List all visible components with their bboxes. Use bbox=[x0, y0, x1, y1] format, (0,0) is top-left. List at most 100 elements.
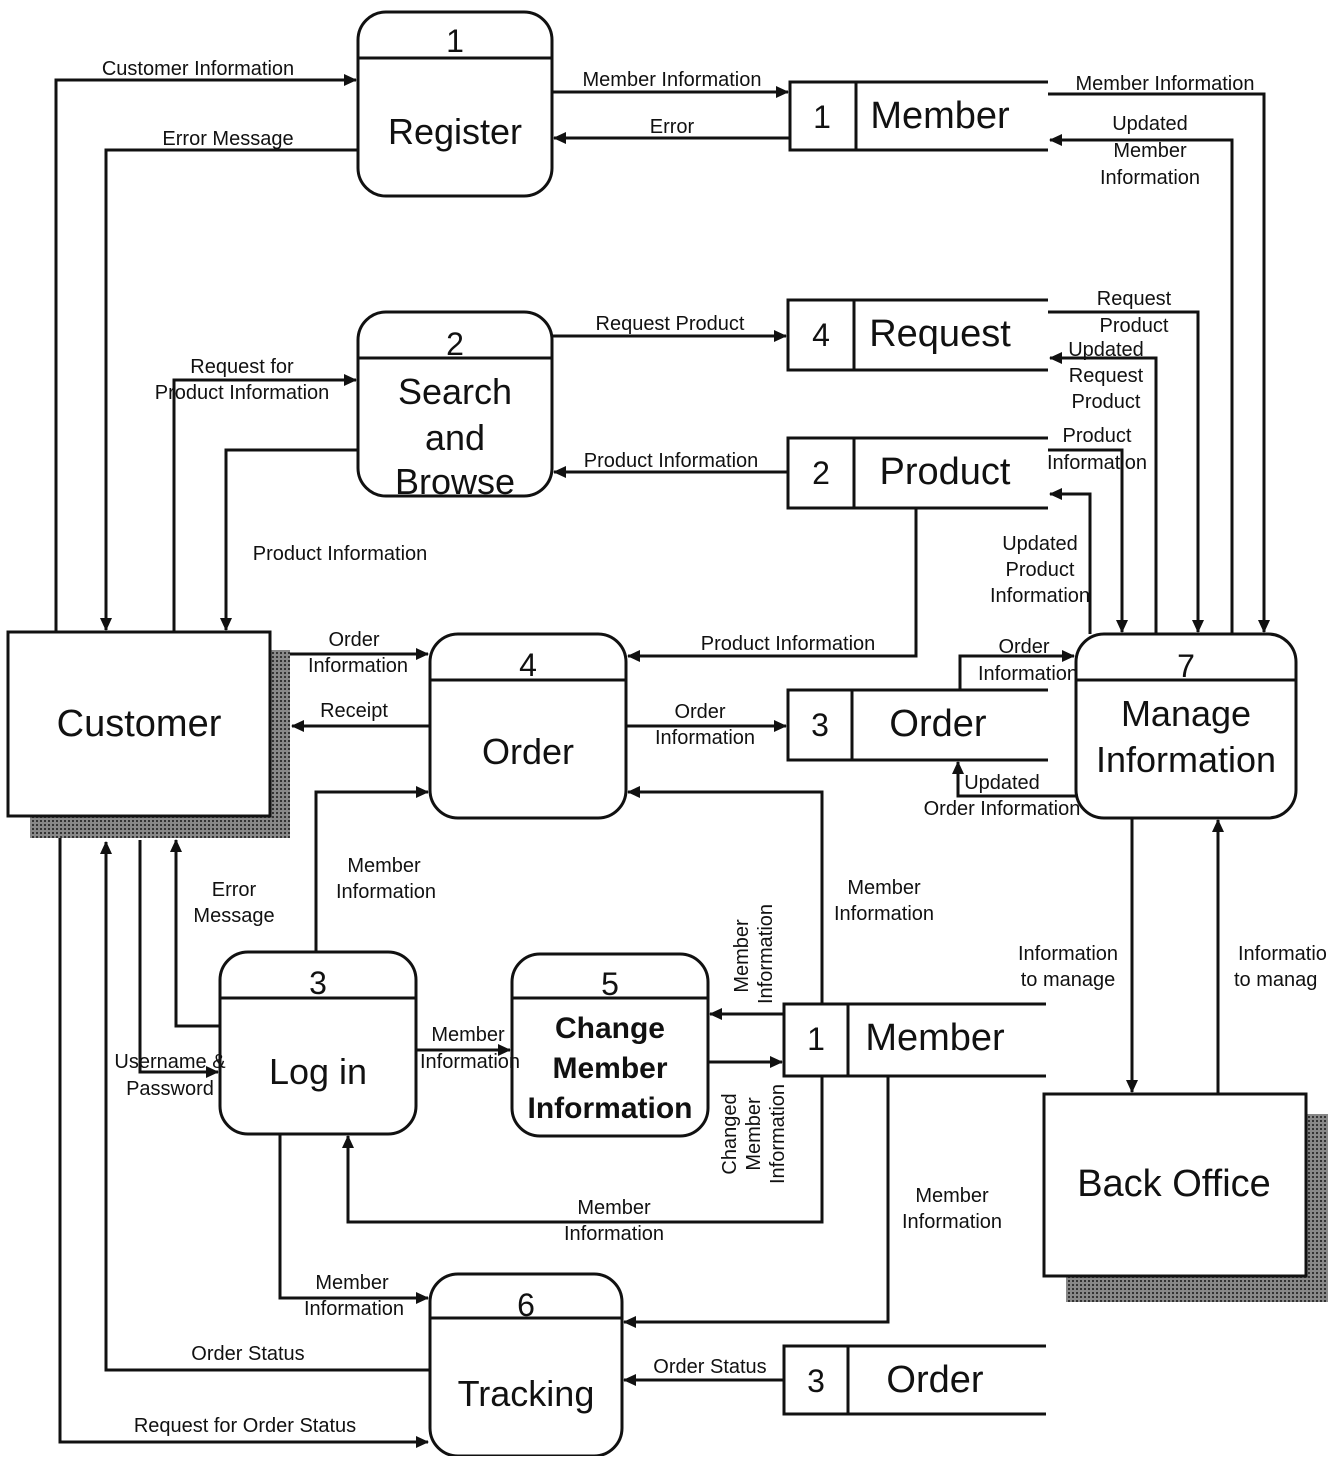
process-login-name: Log in bbox=[269, 1051, 367, 1092]
flow-label: Receipt bbox=[320, 700, 388, 722]
process-register-name: Register bbox=[388, 111, 522, 152]
flow-order-info-to-store: Order Information bbox=[626, 701, 787, 749]
store-order-mid-name: Order bbox=[889, 703, 986, 745]
process-change-name-2: Member bbox=[552, 1052, 667, 1085]
process-tracking-number: 6 bbox=[517, 1287, 535, 1323]
flow-label: Member bbox=[1113, 140, 1187, 162]
store-order-mid-number: 3 bbox=[811, 707, 829, 743]
flow-label: Member bbox=[347, 855, 421, 877]
flow-member-to-manage: Member Information bbox=[1048, 73, 1270, 633]
process-change-name-1: Change bbox=[555, 1012, 665, 1045]
process-manage-name-1: Manage bbox=[1121, 693, 1251, 734]
flow-product-info-to-order: Product Information bbox=[627, 508, 918, 662]
flow-label: Member bbox=[731, 919, 753, 993]
process-change-name-3: Information bbox=[528, 1092, 693, 1125]
flow-updated-member: Updated Member Information bbox=[1049, 113, 1234, 634]
flow-label: Order Information bbox=[924, 798, 1081, 820]
store-order-mid: 3 Order bbox=[786, 688, 1048, 762]
flow-username-password: Username & Password bbox=[114, 840, 226, 1100]
flow-label: Information bbox=[1100, 167, 1200, 189]
process-search-name-1: Search bbox=[398, 371, 512, 412]
flow-request-for-product-info: Request for Product Information bbox=[155, 356, 357, 632]
store-order-bottom-name: Order bbox=[886, 1359, 983, 1401]
store-order-bottom: 3 Order bbox=[782, 1344, 1046, 1416]
flow-label: Updated bbox=[1112, 113, 1188, 135]
process-login: 3 Log in bbox=[218, 950, 418, 1136]
process-tracking-name: Tracking bbox=[458, 1373, 595, 1414]
process-search-name-2: and bbox=[425, 417, 485, 458]
flow-label: Product Information bbox=[155, 382, 330, 404]
flow-label: Information bbox=[564, 1223, 664, 1245]
flow-label: Order bbox=[998, 636, 1049, 658]
flow-label: Request for Order Status bbox=[134, 1415, 356, 1437]
flow-updated-order: Updated Order Information bbox=[924, 761, 1081, 820]
process-register: 1 Register bbox=[356, 10, 554, 198]
customer-label: Customer bbox=[57, 703, 222, 745]
flow-member-info-to-tracking: Member Information bbox=[623, 1076, 1002, 1328]
process-search-name-3: Browse bbox=[395, 461, 515, 502]
flow-label: Member bbox=[847, 877, 921, 899]
store-request-number: 4 bbox=[812, 317, 830, 353]
back-office-box bbox=[1042, 1092, 1308, 1278]
back-office-entity: Back Office bbox=[1042, 1092, 1328, 1302]
flow-info-to-back-office: Information to manage bbox=[1018, 818, 1138, 1093]
flow-member-info-to-change: Member Information bbox=[709, 904, 784, 1020]
flow-error-message-login: Error Message bbox=[170, 839, 275, 1028]
flow-product-info-to-search: Product Information bbox=[553, 450, 788, 478]
flow-label: Product Information bbox=[701, 633, 876, 655]
flow-label: Information bbox=[1018, 943, 1118, 965]
flow-info-from-back-office: Informatio to manag bbox=[1212, 819, 1327, 1094]
flow-label: Request Product bbox=[596, 313, 745, 335]
flow-label: Information bbox=[990, 585, 1090, 607]
flow-updated-request: Updated Request Product bbox=[1049, 339, 1158, 634]
flow-label: Error Message bbox=[162, 128, 293, 150]
store-member-top-name: Member bbox=[870, 95, 1010, 137]
flow-request-product-to-manage: Request Product bbox=[1048, 288, 1204, 633]
flow-label: Member Information bbox=[583, 69, 762, 91]
flow-label: Request bbox=[1097, 288, 1172, 310]
flow-label: Order Status bbox=[191, 1343, 304, 1365]
store-order-bottom-number: 3 bbox=[807, 1363, 825, 1399]
flow-label: Member bbox=[315, 1272, 389, 1294]
flow-order-status-from-store: Order Status bbox=[623, 1356, 784, 1386]
flow-customer-information: Customer Information bbox=[54, 58, 357, 632]
flow-label: Error bbox=[212, 879, 257, 901]
store-member-mid-name: Member bbox=[865, 1017, 1005, 1059]
flow-label: Member bbox=[915, 1185, 989, 1207]
flow-label: Information bbox=[336, 881, 436, 903]
flow-label: Member bbox=[743, 1097, 765, 1171]
process-order: 4 Order bbox=[428, 632, 628, 820]
flow-label: Request for bbox=[190, 356, 294, 378]
flow-label: Username & bbox=[114, 1051, 226, 1073]
flow-updated-product: Updated Product Information bbox=[990, 488, 1092, 634]
store-product-number: 2 bbox=[812, 455, 830, 491]
process-change-member: 5 Change Member Information bbox=[510, 952, 710, 1138]
process-manage-name-2: Information bbox=[1096, 739, 1276, 780]
process-manage-information: 7 Manage Information bbox=[1074, 632, 1298, 820]
flow-label: Error bbox=[650, 116, 695, 138]
process-order-name: Order bbox=[482, 731, 574, 772]
flow-login-to-change: Member Information bbox=[416, 1024, 520, 1073]
flow-error: Error bbox=[553, 116, 790, 144]
store-member-mid-number: 1 bbox=[807, 1021, 825, 1057]
flow-label: Information bbox=[304, 1298, 404, 1320]
process-tracking: 6 Tracking bbox=[428, 1272, 624, 1458]
store-product-name: Product bbox=[880, 451, 1011, 493]
flow-request-order-status: Request for Order Status bbox=[58, 838, 429, 1448]
flow-label: Information bbox=[655, 727, 755, 749]
customer-box bbox=[6, 630, 272, 818]
flow-login-to-tracking: Member Information bbox=[278, 1134, 429, 1320]
flow-label: Password bbox=[126, 1078, 214, 1100]
flow-label: Information bbox=[308, 655, 408, 677]
flow-label: Updated bbox=[1002, 533, 1078, 555]
flow-order-info-from-customer: Order Information bbox=[290, 629, 429, 677]
flow-label: Informatio bbox=[1238, 943, 1327, 965]
flow-label: Product bbox=[1006, 559, 1075, 581]
flow-member-info-to-login: Changed Member Information Member Inform… bbox=[342, 1076, 824, 1245]
flow-label: Information bbox=[834, 903, 934, 925]
flow-label: Member Information bbox=[1076, 73, 1255, 95]
process-login-number: 3 bbox=[309, 965, 327, 1001]
flow-label: Information bbox=[978, 663, 1078, 685]
